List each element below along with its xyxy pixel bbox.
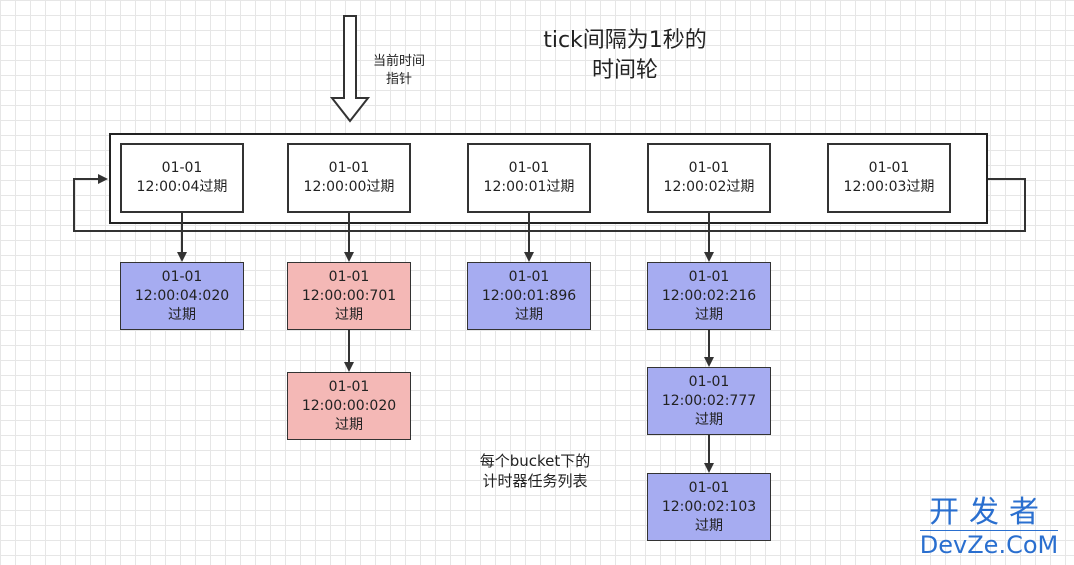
slot-expire-time: 12:00:00过期 — [303, 179, 395, 195]
diagram-title: tick间隔为1秒的 时间轮 — [505, 26, 745, 86]
task-date: 01-01 — [688, 479, 730, 496]
timer-task-slot3-2: 01-01 12:00:02:103 过期 — [647, 473, 771, 541]
task-status: 过期 — [335, 416, 363, 433]
slot-date: 01-01 — [328, 160, 370, 176]
bucket-label-line-1: 每个bucket下的 — [479, 452, 591, 470]
task-date: 01-01 — [161, 268, 203, 285]
wheel-slot-3: 01-01 12:00:02过期 — [647, 143, 771, 213]
devze-watermark-logo: 开发者 DevZe.CoM — [914, 496, 1064, 559]
wheel-slot-2: 01-01 12:00:01过期 — [467, 143, 591, 213]
task-time: 12:00:00:701 — [301, 287, 397, 304]
slot-expire-time: 12:00:02过期 — [663, 179, 755, 195]
pointer-label-line-2: 指针 — [385, 72, 412, 87]
task-status: 过期 — [695, 517, 723, 534]
bucket-task-list-label: 每个bucket下的 计时器任务列表 — [450, 451, 620, 491]
wheel-slot-4: 01-01 12:00:03过期 — [827, 143, 951, 213]
slot-date: 01-01 — [508, 160, 550, 176]
task-date: 01-01 — [508, 268, 550, 285]
bucket-label-line-2: 计时器任务列表 — [482, 472, 588, 490]
pointer-label-line-1: 当前时间 — [372, 54, 425, 69]
task-date: 01-01 — [688, 268, 730, 285]
task-status: 过期 — [335, 306, 363, 323]
task-time: 12:00:02:216 — [661, 287, 757, 304]
timer-task-slot1-1: 01-01 12:00:00:020 过期 — [287, 372, 411, 440]
current-time-pointer-label: 当前时间 指针 — [362, 53, 436, 89]
title-line-2: 时间轮 — [591, 58, 658, 83]
slot-date: 01-01 — [161, 160, 203, 176]
task-time: 12:00:04:020 — [134, 287, 230, 304]
task-status: 过期 — [695, 306, 723, 323]
task-time: 12:00:02:103 — [661, 498, 757, 515]
task-status: 过期 — [515, 306, 543, 323]
timer-task-slot3-0: 01-01 12:00:02:216 过期 — [647, 262, 771, 330]
task-status: 过期 — [168, 306, 196, 323]
wheel-slot-1: 01-01 12:00:00过期 — [287, 143, 411, 213]
slot-date: 01-01 — [688, 160, 730, 176]
wheel-wraparound-loop — [73, 174, 1026, 232]
task-time: 12:00:02:777 — [661, 392, 757, 409]
slot-date: 01-01 — [868, 160, 910, 176]
task-time: 12:00:00:020 — [301, 397, 397, 414]
slot-expire-time: 12:00:03过期 — [843, 179, 935, 195]
slot-expire-time: 12:00:01过期 — [483, 179, 575, 195]
task-date: 01-01 — [688, 373, 730, 390]
task-status: 过期 — [695, 411, 723, 428]
watermark-line-2: DevZe.CoM — [919, 530, 1059, 559]
timer-task-slot3-1: 01-01 12:00:02:777 过期 — [647, 367, 771, 435]
watermark-line-1: 开发者 — [929, 495, 1049, 530]
task-date: 01-01 — [328, 378, 370, 395]
current-time-pointer-arrow — [329, 15, 371, 123]
task-date: 01-01 — [328, 268, 370, 285]
timer-task-slot0-0: 01-01 12:00:04:020 过期 — [120, 262, 244, 330]
timer-task-slot2-0: 01-01 12:00:01:896 过期 — [467, 262, 591, 330]
task-time: 12:00:01:896 — [481, 287, 577, 304]
title-line-1: tick间隔为1秒的 — [543, 28, 707, 53]
slot-expire-time: 12:00:04过期 — [136, 179, 228, 195]
wheel-slot-0: 01-01 12:00:04过期 — [120, 143, 244, 213]
timer-task-slot1-0: 01-01 12:00:00:701 过期 — [287, 262, 411, 330]
